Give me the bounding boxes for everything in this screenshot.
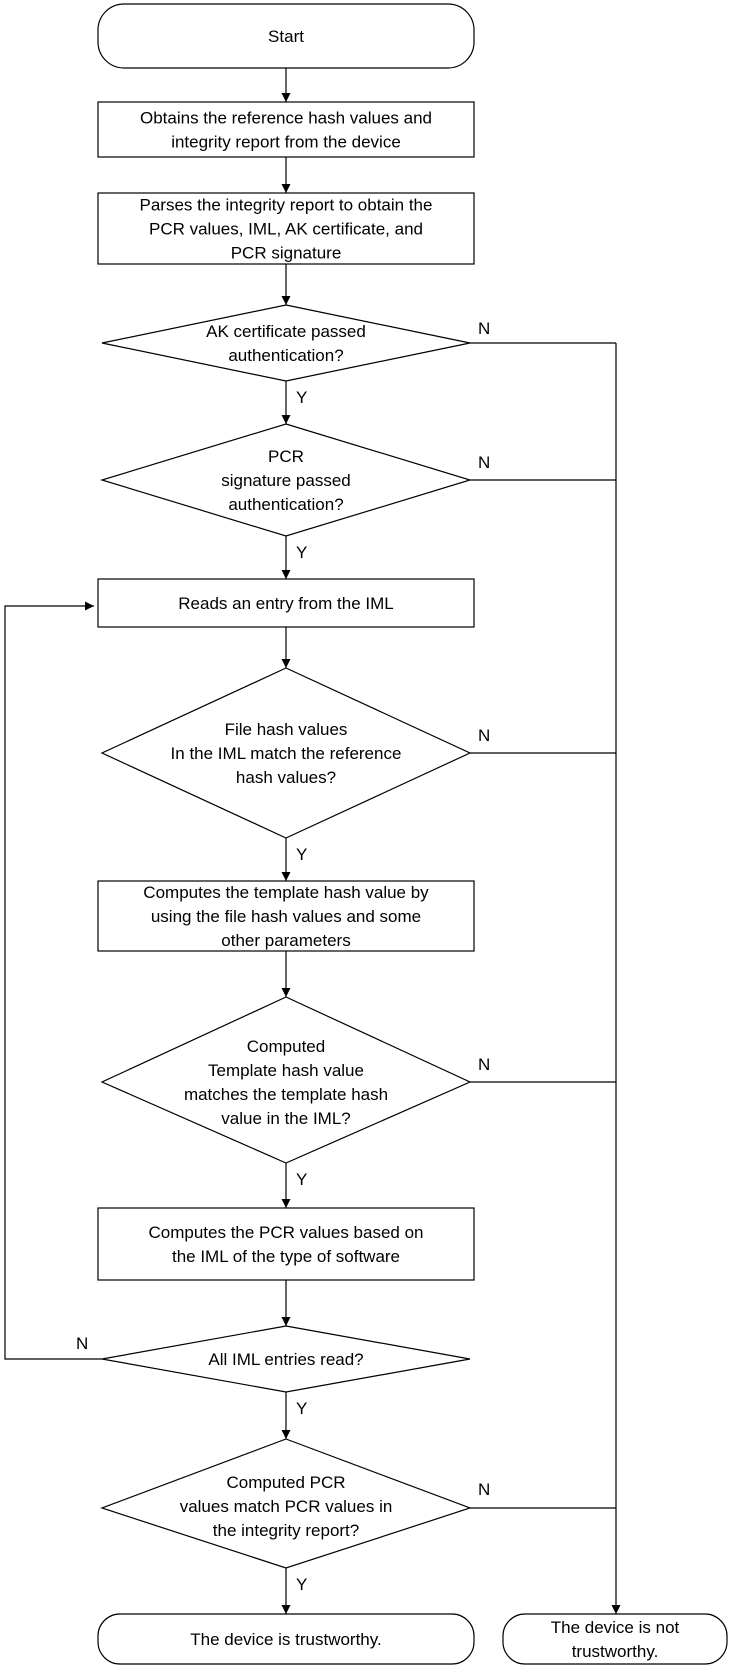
no-label-filehash: N xyxy=(478,726,490,745)
pcr-sig-check-label: PCR signature passed authentication? xyxy=(221,447,350,514)
obtain-label: Obtains the reference hash values and int… xyxy=(140,109,432,152)
no-label-allread: N xyxy=(76,1334,88,1353)
start-node xyxy=(97,3,475,69)
label-line: Reads an entry from the IML xyxy=(178,594,393,613)
label-line: Computed xyxy=(247,1037,325,1056)
label-line: integrity report from the device xyxy=(171,133,401,152)
label-line: PCR values, IML, AK certificate, and xyxy=(149,220,423,239)
file-hash-check-decision xyxy=(100,667,472,839)
not-trustworthy-node xyxy=(502,1613,728,1665)
compute-pcr-box xyxy=(97,1207,475,1281)
label-line: the integrity report? xyxy=(213,1521,359,1540)
read-entry-label: Reads an entry from the IML xyxy=(178,594,393,613)
yes-label-allread: Y xyxy=(296,1399,307,1418)
label-line: PCR xyxy=(268,447,304,466)
start-label: Start xyxy=(268,27,304,46)
parse-box xyxy=(97,192,475,265)
label-line: Parses the integrity report to obtain th… xyxy=(140,196,433,215)
yes-label-filehash: Y xyxy=(296,845,307,864)
all-read-check-label: All IML entries read? xyxy=(208,1350,363,1369)
yes-label-templatecheck: Y xyxy=(296,1170,307,1189)
no-label-pcrmatch: N xyxy=(478,1480,490,1499)
loop-back-line xyxy=(4,601,102,1360)
compute-template-box xyxy=(97,880,475,952)
all-read-check-decision xyxy=(101,1325,471,1393)
label-line: Computes the template hash value by xyxy=(143,883,429,902)
parse-label: Parses the integrity report to obtain th… xyxy=(140,196,433,263)
pcr-sig-check-decision xyxy=(99,423,473,537)
label-line: The device is not xyxy=(551,1618,680,1637)
label-line: The device is trustworthy. xyxy=(190,1630,381,1649)
label-line: File hash values xyxy=(225,720,348,739)
label-line: PCR signature xyxy=(231,244,342,263)
label-line: In the IML match the reference xyxy=(171,744,402,763)
label-line: Computed PCR xyxy=(226,1473,345,1492)
label-line: the IML of the type of software xyxy=(172,1247,400,1266)
pcr-match-check-label: Computed PCR values match PCR values in th… xyxy=(180,1473,393,1540)
label-line: Obtains the reference hash values and xyxy=(140,109,432,128)
label-line: other parameters xyxy=(221,931,350,950)
read-entry-box xyxy=(97,578,475,628)
obtain-box xyxy=(97,101,475,158)
label-line: Start xyxy=(268,27,304,46)
no-label-templatecheck: N xyxy=(478,1055,490,1074)
label-line: trustworthy. xyxy=(572,1642,659,1661)
yes-label-pcrsig: Y xyxy=(296,543,307,562)
not-trustworthy-label: The device is not trustworthy. xyxy=(551,1618,680,1661)
trustworthy-node xyxy=(97,1613,475,1665)
label-line: authentication? xyxy=(228,495,343,514)
yes-label-pcrmatch: Y xyxy=(296,1575,307,1594)
trustworthy-label: The device is trustworthy. xyxy=(190,1630,381,1649)
label-line: Computes the PCR values based on xyxy=(149,1223,424,1242)
label-line: signature passed xyxy=(221,471,350,490)
label-line: Template hash value xyxy=(208,1061,364,1080)
label-line: values match PCR values in xyxy=(180,1497,393,1516)
label-line: using the file hash values and some xyxy=(151,907,421,926)
label-line: authentication? xyxy=(228,346,343,365)
template-check-decision xyxy=(100,996,472,1164)
ak-check-label: AK certificate passed authentication? xyxy=(206,322,366,365)
pcr-match-check-decision xyxy=(100,1438,472,1569)
ak-check-decision xyxy=(101,304,471,382)
label-line: All IML entries read? xyxy=(208,1350,363,1369)
file-hash-check-label: File hash values In the IML match the ref… xyxy=(171,720,402,787)
compute-pcr-label: Computes the PCR values based on the IML … xyxy=(149,1223,424,1266)
compute-template-label: Computes the template hash value by using… xyxy=(143,883,429,950)
label-line: hash values? xyxy=(236,768,336,787)
no-label-pcrsig: N xyxy=(478,453,490,472)
label-line: AK certificate passed xyxy=(206,322,366,341)
label-line: value in the IML? xyxy=(221,1109,350,1128)
label-line: matches the template hash xyxy=(184,1085,388,1104)
no-label-ak: N xyxy=(478,319,490,338)
yes-label-ak: Y xyxy=(296,388,307,407)
